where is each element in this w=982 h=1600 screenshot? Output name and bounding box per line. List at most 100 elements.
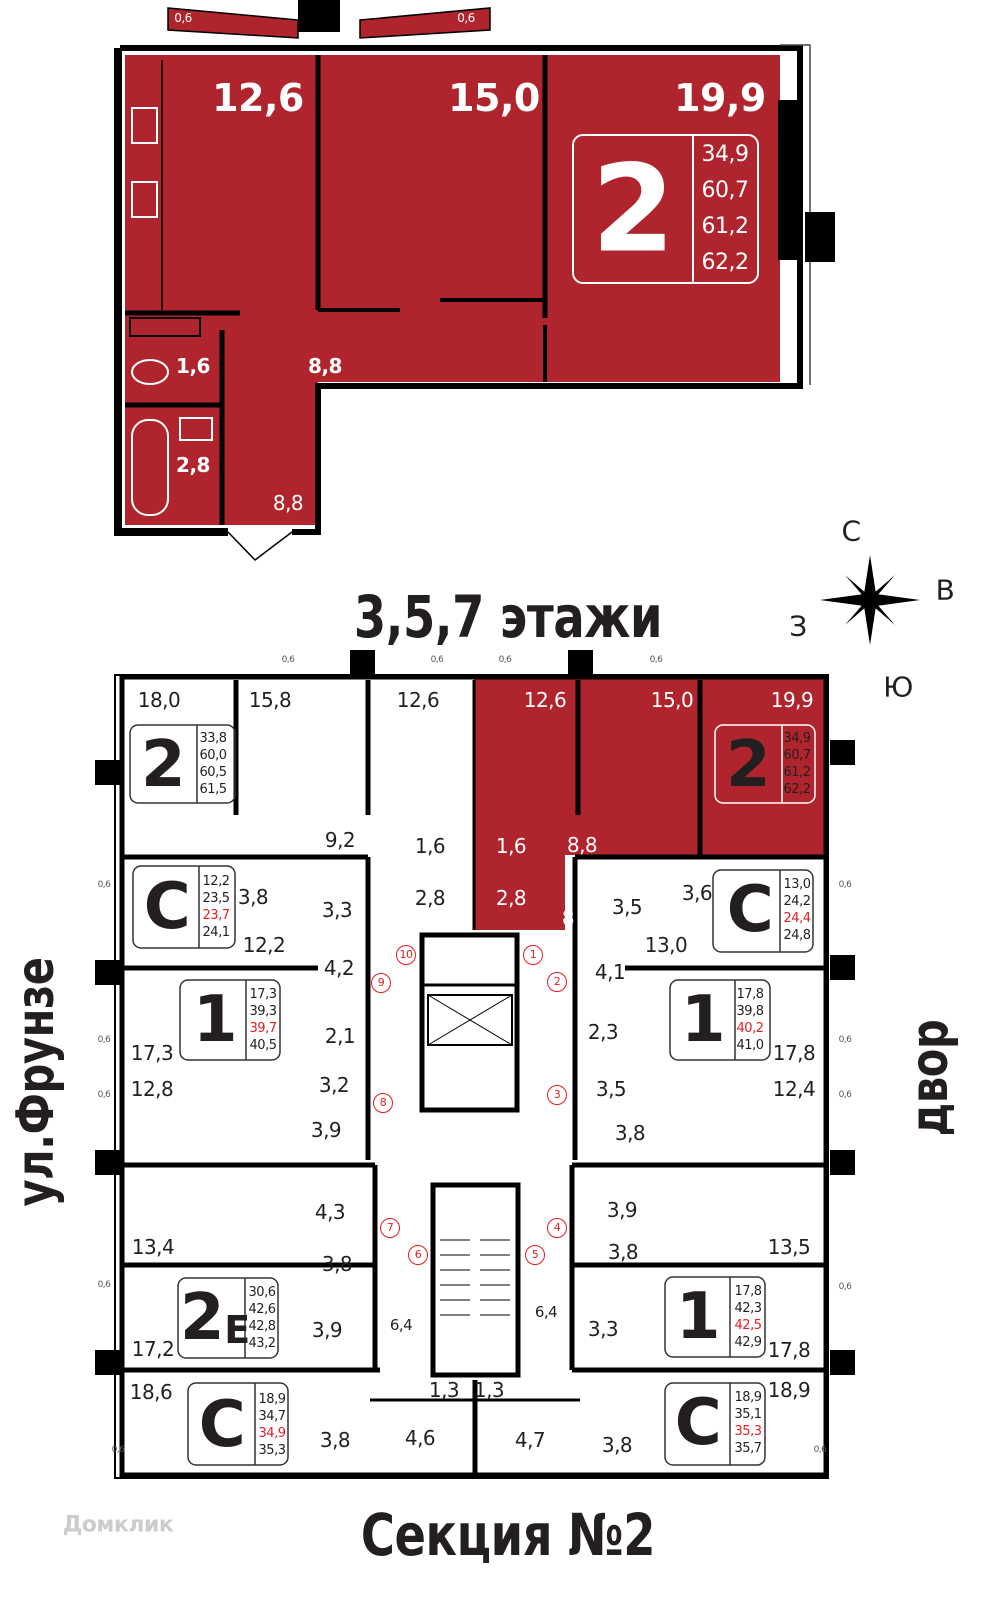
- area-value: 41,0: [736, 1038, 764, 1053]
- area-value: 60,7: [701, 178, 749, 203]
- room-area: 8,8: [272, 491, 304, 515]
- entrance-marker: 1: [523, 945, 543, 965]
- area-value: 60,7: [783, 748, 811, 763]
- room-area: 1,6: [495, 834, 527, 858]
- area-value: 23,5: [202, 891, 230, 906]
- area-value: 39,7: [249, 1021, 277, 1036]
- balcony-area: 0,6: [457, 11, 475, 25]
- room-area: 18,0: [137, 688, 181, 712]
- area-value: 61,5: [199, 782, 227, 797]
- balcony-area: 0,6: [97, 1280, 111, 1290]
- apartment-type-badge[interactable]: 1: [680, 983, 726, 1057]
- area-value: 34,9: [783, 731, 811, 746]
- apartment-type-badge[interactable]: 2: [140, 728, 186, 802]
- room-area: 2,3: [587, 1020, 619, 1044]
- area-value: 18,9: [734, 1390, 762, 1405]
- room-area: 12,8: [130, 1077, 174, 1101]
- apartment-type-badge[interactable]: 1: [192, 983, 238, 1057]
- watermark: Домклик: [62, 1512, 174, 1538]
- room-area: 2,8: [176, 453, 210, 477]
- hall-area: 6,4: [389, 1316, 413, 1334]
- entrance-marker: 9: [371, 973, 391, 993]
- balcony-area: 0,6: [97, 1035, 111, 1045]
- balcony-area: 0,6: [174, 11, 192, 25]
- compass-west: З: [789, 609, 807, 643]
- entrance-marker: 10: [396, 945, 416, 965]
- area-value: 23,7: [202, 908, 230, 923]
- area-value: 24,1: [202, 925, 230, 940]
- room-area: 3,8: [614, 1121, 646, 1145]
- area-value: 39,3: [249, 1004, 277, 1019]
- room-area: 4,1: [594, 960, 626, 984]
- entrance-marker: 8: [373, 1093, 393, 1113]
- area-value: 35,7: [734, 1441, 762, 1456]
- area-value: 61,2: [701, 214, 749, 239]
- area-value: 34,9: [701, 142, 749, 167]
- room-area: 12,2: [242, 933, 286, 957]
- area-value: 17,8: [734, 1284, 762, 1299]
- area-value: 30,6: [248, 1285, 276, 1300]
- room-area: 1,3: [428, 1378, 460, 1402]
- room-area: 18,9: [767, 1378, 811, 1402]
- area-value: 61,2: [783, 765, 811, 780]
- room-area: 3,8: [319, 1428, 351, 1452]
- area-value: 40,2: [736, 1021, 764, 1036]
- room-area: 18,6: [129, 1380, 173, 1404]
- area-value: 42,6: [248, 1302, 276, 1317]
- apartment-type-badge[interactable]: С: [198, 1388, 246, 1462]
- balcony-area: 0,6: [281, 655, 295, 665]
- room-area: 12,6: [212, 76, 304, 120]
- room-area: 1,6: [414, 834, 446, 858]
- area-value: 62,2: [701, 250, 749, 275]
- area-value: 35,1: [734, 1407, 762, 1422]
- yard-label: двор: [900, 1019, 960, 1137]
- apartment-type-badge[interactable]: С: [726, 873, 774, 947]
- room-area: 15,8: [248, 688, 292, 712]
- room-area: 3,8: [607, 1240, 639, 1264]
- area-value: 34,9: [258, 1426, 286, 1441]
- room-area: 8,8: [566, 833, 598, 857]
- room-area: 8,8: [308, 354, 342, 378]
- area-value: 18,9: [258, 1392, 286, 1407]
- apartment-type-badge[interactable]: С: [143, 870, 191, 944]
- room-area: 4,2: [323, 956, 355, 980]
- room-area: 13,5: [767, 1235, 811, 1259]
- room-area: 4,7: [514, 1428, 546, 1452]
- apartment-type-badge[interactable]: С: [674, 1386, 722, 1460]
- balcony-area: 0,6: [838, 1035, 852, 1045]
- room-area: 4,6: [404, 1426, 436, 1450]
- area-value: 17,3: [249, 987, 277, 1002]
- area-value: 40,5: [249, 1038, 277, 1053]
- apartment-type-badge[interactable]: 2: [725, 728, 771, 802]
- room-area: 17,2: [131, 1337, 175, 1361]
- top-badge-areas: 34,9 60,7 61,2 62,2: [702, 137, 749, 281]
- area-value: 17,8: [736, 987, 764, 1002]
- room-area: 12,6: [396, 688, 440, 712]
- apartment-type-badge[interactable]: 1: [675, 1280, 721, 1354]
- area-value: 42,8: [248, 1319, 276, 1334]
- entrance-marker: 7: [380, 1218, 400, 1238]
- room-area: 3,8: [601, 1433, 633, 1457]
- balcony-area: 0,6: [838, 1090, 852, 1100]
- section-plan: [95, 650, 855, 1479]
- room-area: 1,6: [176, 354, 210, 378]
- area-value: 34,7: [258, 1409, 286, 1424]
- compass-south: Ю: [883, 670, 913, 704]
- apartment-type-badge[interactable]: 2: [179, 1281, 225, 1355]
- room-area: 1,3: [473, 1378, 505, 1402]
- room-area: 17,8: [767, 1338, 811, 1362]
- room-area: 19,9: [770, 688, 814, 712]
- room-area: 3,8: [321, 1252, 353, 1276]
- entrance-marker: 5: [525, 1245, 545, 1265]
- room-area: 13,0: [644, 933, 688, 957]
- area-value: 24,8: [783, 928, 811, 943]
- room-area: 3,5: [611, 895, 643, 919]
- entrance-marker: 2: [547, 972, 567, 992]
- room-area: 3,3: [587, 1317, 619, 1341]
